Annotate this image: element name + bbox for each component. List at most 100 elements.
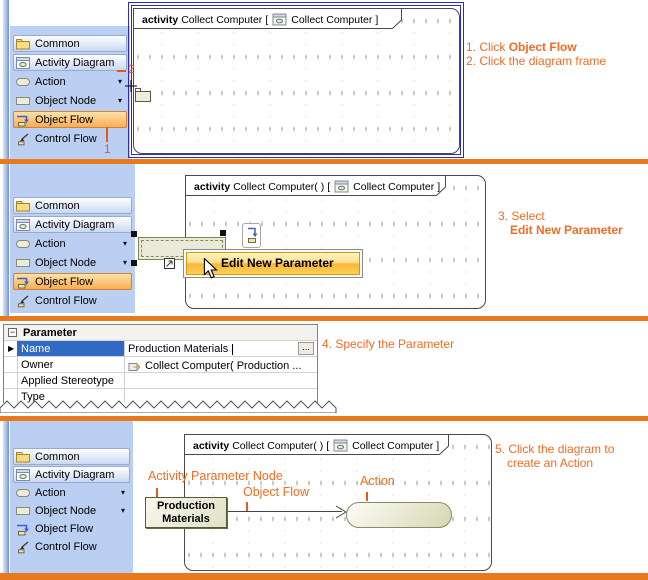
frame-ref-name: Collect Computer bbox=[353, 180, 435, 193]
torn-edge bbox=[0, 400, 337, 413]
crosshair-cursor-icon bbox=[125, 80, 137, 92]
palette-tool-control-flow[interactable]: Control Flow bbox=[13, 538, 130, 555]
activity-diagram-frame-1[interactable]: activity Collect Computer [ Collect Comp… bbox=[133, 8, 460, 154]
activity-diagram-frame-4[interactable]: activity Collect Computer( ) [ Collect C… bbox=[184, 434, 492, 571]
palette-tool-object-node[interactable]: Object Node ▾ bbox=[13, 92, 127, 109]
property-label[interactable]: Applied Stereotype bbox=[21, 375, 114, 387]
drag-ghost-tab-icon bbox=[135, 88, 141, 92]
palette-section-common[interactable]: Common bbox=[13, 197, 132, 214]
parameter-properties-panel: − Parameter ▶ Name Production Materials … bbox=[3, 324, 318, 403]
property-label[interactable]: Owner bbox=[21, 359, 54, 371]
bracket: ] bbox=[436, 439, 440, 452]
palette-tool-label: Action bbox=[35, 237, 66, 250]
chevron-down-icon[interactable]: ▾ bbox=[117, 77, 122, 86]
action-shape[interactable] bbox=[346, 502, 452, 528]
properties-group-title: Parameter bbox=[23, 326, 77, 339]
window-edge-stripe bbox=[3, 164, 9, 316]
marker-1: 1 bbox=[104, 142, 111, 156]
panel-separator bbox=[0, 159, 648, 164]
palette-section-activity-diagram[interactable]: Activity Diagram bbox=[13, 54, 127, 71]
frame-title: Collect Computer( ) bbox=[233, 180, 325, 193]
label-activity-parameter-node: Activity Parameter Node bbox=[148, 469, 283, 483]
bracket: [ bbox=[265, 13, 269, 26]
window-edge-stripe bbox=[3, 421, 9, 573]
palette-section-label: Common bbox=[35, 450, 80, 463]
label-action: Action bbox=[360, 474, 395, 488]
diagram-palette-2: Common Activity Diagram Action ▾ Object … bbox=[10, 164, 135, 313]
chevron-down-icon[interactable]: ▾ bbox=[122, 239, 127, 248]
node-text-line1: Production bbox=[156, 500, 216, 512]
object-flow-edge[interactable] bbox=[227, 511, 342, 512]
palette-tool-label: Control Flow bbox=[35, 540, 97, 553]
production-materials-node[interactable]: Production Materials bbox=[145, 497, 227, 528]
property-row-type[interactable]: Type bbox=[4, 388, 317, 404]
palette-tool-label: Object Node bbox=[35, 94, 97, 107]
palette-tool-action[interactable]: Action ▾ bbox=[13, 235, 132, 252]
smart-link-icon[interactable] bbox=[164, 258, 175, 269]
palette-tool-action[interactable]: Action ▾ bbox=[13, 484, 130, 501]
palette-tool-control-flow[interactable]: Control Flow bbox=[13, 292, 132, 309]
ellipsis-button[interactable]: ... bbox=[298, 342, 314, 355]
palette-tool-object-node[interactable]: Object Node ▾ bbox=[13, 502, 130, 519]
selection-handle[interactable] bbox=[131, 231, 137, 237]
frame-ref-name: Collect Computer bbox=[291, 13, 373, 26]
property-value-name[interactable]: Production Materials bbox=[128, 343, 234, 355]
diagram-palette-4: Common Activity Diagram Action ▾ Object … bbox=[10, 421, 133, 573]
property-row-applied-stereotype[interactable]: Applied Stereotype bbox=[4, 372, 317, 388]
control-flow-icon bbox=[14, 132, 31, 146]
palette-section-common[interactable]: Common bbox=[13, 448, 130, 465]
palette-section-activity-diagram[interactable]: Activity Diagram bbox=[13, 466, 130, 483]
object-flow-smart-button[interactable] bbox=[242, 223, 261, 248]
frame-header-tab bbox=[184, 434, 449, 455]
palette-tool-label: Action bbox=[35, 75, 66, 88]
owner-value-text[interactable]: Collect Computer( Production ... bbox=[145, 360, 302, 372]
object-node-icon bbox=[14, 504, 31, 518]
collapse-icon[interactable]: − bbox=[8, 327, 17, 337]
panel-separator bbox=[0, 573, 648, 580]
palette-tool-object-flow[interactable]: Object Flow bbox=[13, 273, 132, 290]
chevron-down-icon[interactable]: ▾ bbox=[120, 488, 125, 497]
object-node-icon bbox=[14, 256, 31, 270]
chevron-down-icon[interactable]: ▾ bbox=[122, 258, 127, 267]
property-row-owner[interactable]: Owner Collect Computer( Production ... bbox=[4, 356, 317, 372]
palette-tool-object-flow[interactable]: Object Flow bbox=[13, 520, 130, 537]
palette-section-activity-diagram[interactable]: Activity Diagram bbox=[13, 216, 132, 233]
frame-header-text: activity Collect Computer( ) [ Collect C… bbox=[194, 179, 440, 194]
diagram-ref-icon bbox=[271, 13, 288, 27]
annotation-steps-1-2: 1. Click Object Flow 2. Click the diagra… bbox=[466, 40, 606, 68]
chevron-down-icon[interactable]: ▾ bbox=[120, 506, 125, 515]
label-tick bbox=[246, 502, 248, 511]
property-label[interactable]: Type bbox=[21, 391, 45, 403]
palette-tool-action[interactable]: Action ▾ bbox=[13, 73, 127, 90]
property-label-selected[interactable]: Name bbox=[17, 341, 124, 357]
selection-handle[interactable] bbox=[131, 260, 137, 266]
selection-dashes bbox=[141, 240, 223, 257]
palette-section-common[interactable]: Common bbox=[13, 35, 127, 52]
palette-tool-object-flow[interactable]: Object Flow bbox=[13, 111, 127, 128]
marker-2-line bbox=[117, 70, 126, 72]
activity-diagram-frame-2[interactable]: activity Collect Computer( ) [ Collect C… bbox=[185, 175, 486, 309]
selection-handle[interactable] bbox=[220, 230, 226, 236]
activity-diagram-icon bbox=[14, 56, 31, 70]
menu-item-edit-new-parameter[interactable]: Edit New Parameter bbox=[186, 252, 360, 275]
palette-tool-control-flow[interactable]: Control Flow bbox=[13, 130, 127, 147]
property-row-name[interactable]: ▶ Name Production Materials ... bbox=[4, 340, 317, 357]
step1-bold: Object Flow bbox=[508, 40, 577, 54]
control-flow-icon bbox=[14, 540, 31, 554]
diagram-ref-icon bbox=[332, 439, 349, 453]
annotation-step-3: 3. Select Edit New Parameter bbox=[498, 209, 623, 237]
frame-header-tab bbox=[133, 8, 402, 29]
palette-tool-object-node[interactable]: Object Node ▾ bbox=[13, 254, 132, 271]
step5-line2: create an Action bbox=[507, 456, 594, 470]
property-value-owner[interactable]: Collect Computer( Production ... bbox=[128, 359, 302, 373]
frame-keyword: activity bbox=[194, 180, 231, 193]
label-object-flow: Object Flow bbox=[243, 485, 309, 499]
name-value-text[interactable]: Production Materials bbox=[128, 343, 229, 355]
chevron-down-icon[interactable]: ▾ bbox=[117, 96, 122, 105]
properties-group-header[interactable]: − Parameter bbox=[4, 325, 317, 340]
annotation-step-4: 4. Specify the Parameter bbox=[322, 337, 455, 351]
frame-selection-outer bbox=[128, 2, 464, 158]
folder-icon bbox=[14, 199, 31, 213]
folder-icon bbox=[14, 37, 31, 51]
